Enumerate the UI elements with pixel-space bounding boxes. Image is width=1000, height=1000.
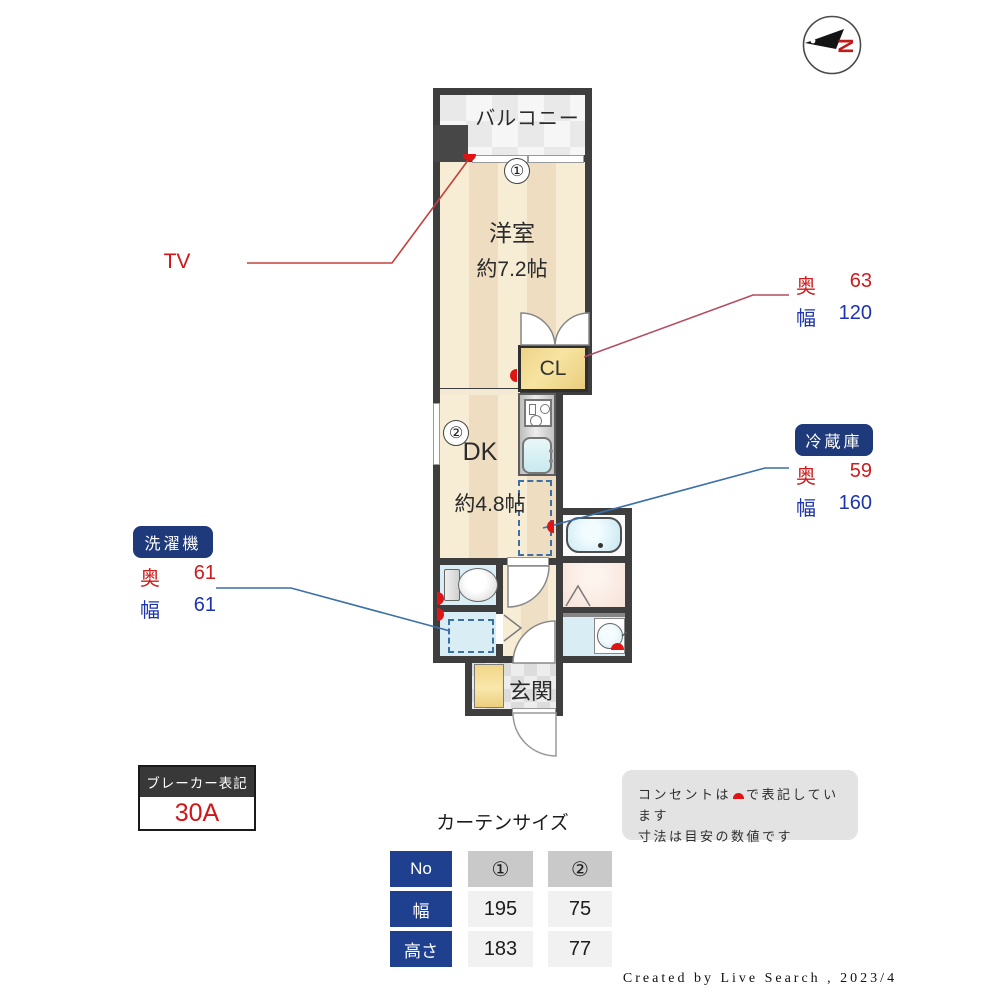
table-header-height: 高さ (390, 931, 452, 967)
wall-toilet-laundry (440, 605, 503, 612)
kitchen-sink-icon (522, 437, 552, 474)
closet-dims: 奥 63 幅 120 (796, 270, 872, 331)
washroom-pink-floor (563, 563, 625, 607)
table-col2-width: 75 (548, 891, 612, 927)
sink-knob-icon (549, 449, 553, 453)
width-value: 160 (838, 492, 872, 514)
closet-box: CL (518, 345, 588, 392)
note-box: コンセントはで表記しています 寸法は目安の数値です (622, 770, 858, 844)
stove-grill-icon (529, 404, 536, 415)
table-col1-width: 195 (468, 891, 533, 927)
compass: N (802, 15, 862, 75)
outlet-icon (547, 520, 554, 533)
curtain-marker-1: ① (504, 158, 530, 184)
dk-size: 約4.8帖 (454, 493, 526, 516)
dimension-note: 寸法は目安の数値です (638, 829, 794, 844)
balcony-label: バルコニー (475, 108, 580, 130)
width-label: 幅 (796, 308, 816, 330)
outlet-note-suffix: で表記しています (638, 787, 839, 823)
compass-arrow-icon (805, 29, 844, 49)
depth-label: 奥 (140, 568, 160, 590)
room-divider-opening (440, 389, 520, 395)
entrance-door-leaf (512, 708, 556, 716)
curtain-marker-2: ② (443, 420, 469, 446)
depth-value: 63 (849, 270, 872, 292)
outlet-note-prefix: コンセントは (638, 787, 732, 802)
shoe-cabinet (474, 664, 504, 708)
table-header-no: No (390, 851, 452, 887)
width-value: 120 (838, 302, 872, 324)
tv-label: TV (163, 250, 191, 273)
dk-name: DK (462, 438, 498, 466)
bathtub-icon (566, 517, 622, 553)
outlet-note: コンセントはで表記しています (638, 784, 842, 826)
curtain-table-title: カーテンサイズ (436, 813, 569, 834)
breaker-box: ブレーカー表記 30A (138, 765, 256, 831)
hall-entrance-opening (513, 656, 556, 663)
wall-bath-2 (563, 607, 625, 613)
balcony-pillar (433, 125, 468, 162)
toilet-bowl-icon (458, 568, 498, 602)
stove-icon (524, 399, 552, 427)
closet-leader-line (583, 294, 789, 358)
fridge-dims: 奥 59 幅 160 (796, 460, 872, 521)
table-col2-height: 77 (548, 931, 612, 967)
washer-dims: 奥 61 幅 61 (140, 562, 216, 623)
entrance-label: 玄関 (508, 679, 553, 704)
vanity-door-rail (563, 613, 625, 617)
breaker-value: 30A (174, 798, 220, 827)
dk-side-window (433, 403, 440, 465)
table-col2-no: ② (548, 851, 612, 887)
dk-hall-door-gap (507, 557, 549, 566)
breaker-title: ブレーカー表記 (140, 767, 254, 797)
washer-depth: 奥 61 (140, 562, 216, 591)
depth-value: 59 (849, 460, 872, 482)
wall-entrance-bottom (465, 709, 512, 716)
depth-label: 奥 (796, 276, 816, 298)
outlet-icon (510, 369, 517, 382)
bathtub-drain-icon (598, 543, 603, 548)
fridge-width: 幅 160 (796, 492, 872, 521)
laundry-door-gap (496, 614, 503, 644)
compass-arrow-dot (810, 38, 816, 44)
depth-value: 61 (193, 562, 216, 584)
washer-badge: 洗濯機 (133, 526, 213, 558)
table-col1-height: 183 (468, 931, 533, 967)
washer-space-outline (448, 619, 494, 653)
depth-label: 奥 (796, 466, 816, 488)
table-header-width: 幅 (390, 891, 452, 927)
outlet-icon (733, 793, 745, 799)
stove-burner-icon (540, 404, 550, 414)
fridge-depth: 奥 59 (796, 460, 872, 489)
front-door-swing (512, 712, 557, 757)
width-label: 幅 (140, 600, 160, 622)
western-room-size: 約7.2帖 (476, 258, 548, 281)
credit-text: Created by Live Search , 2023/4 (622, 971, 898, 986)
wall-bath-1 (563, 556, 625, 563)
closet-depth: 奥 63 (796, 270, 872, 299)
stove-burner-icon (530, 415, 542, 427)
outlet-icon (611, 643, 624, 650)
compass-north-label: N (834, 38, 857, 53)
table-col1-no: ① (468, 851, 533, 887)
balcony-window-divider (527, 156, 529, 162)
closet-width: 幅 120 (796, 302, 872, 331)
compass-circle (802, 15, 862, 75)
western-room-name: 洋室 (489, 220, 535, 246)
washer-leader-line (216, 587, 451, 632)
washer-width: 幅 61 (140, 594, 216, 623)
wall-entrance-left (465, 656, 472, 716)
width-value: 61 (193, 594, 216, 616)
width-label: 幅 (796, 498, 816, 520)
closet-label: CL (539, 356, 567, 380)
sink-knob-icon (549, 459, 553, 463)
fridge-badge: 冷蔵庫 (795, 424, 873, 456)
wall-entrance-right (556, 663, 563, 716)
